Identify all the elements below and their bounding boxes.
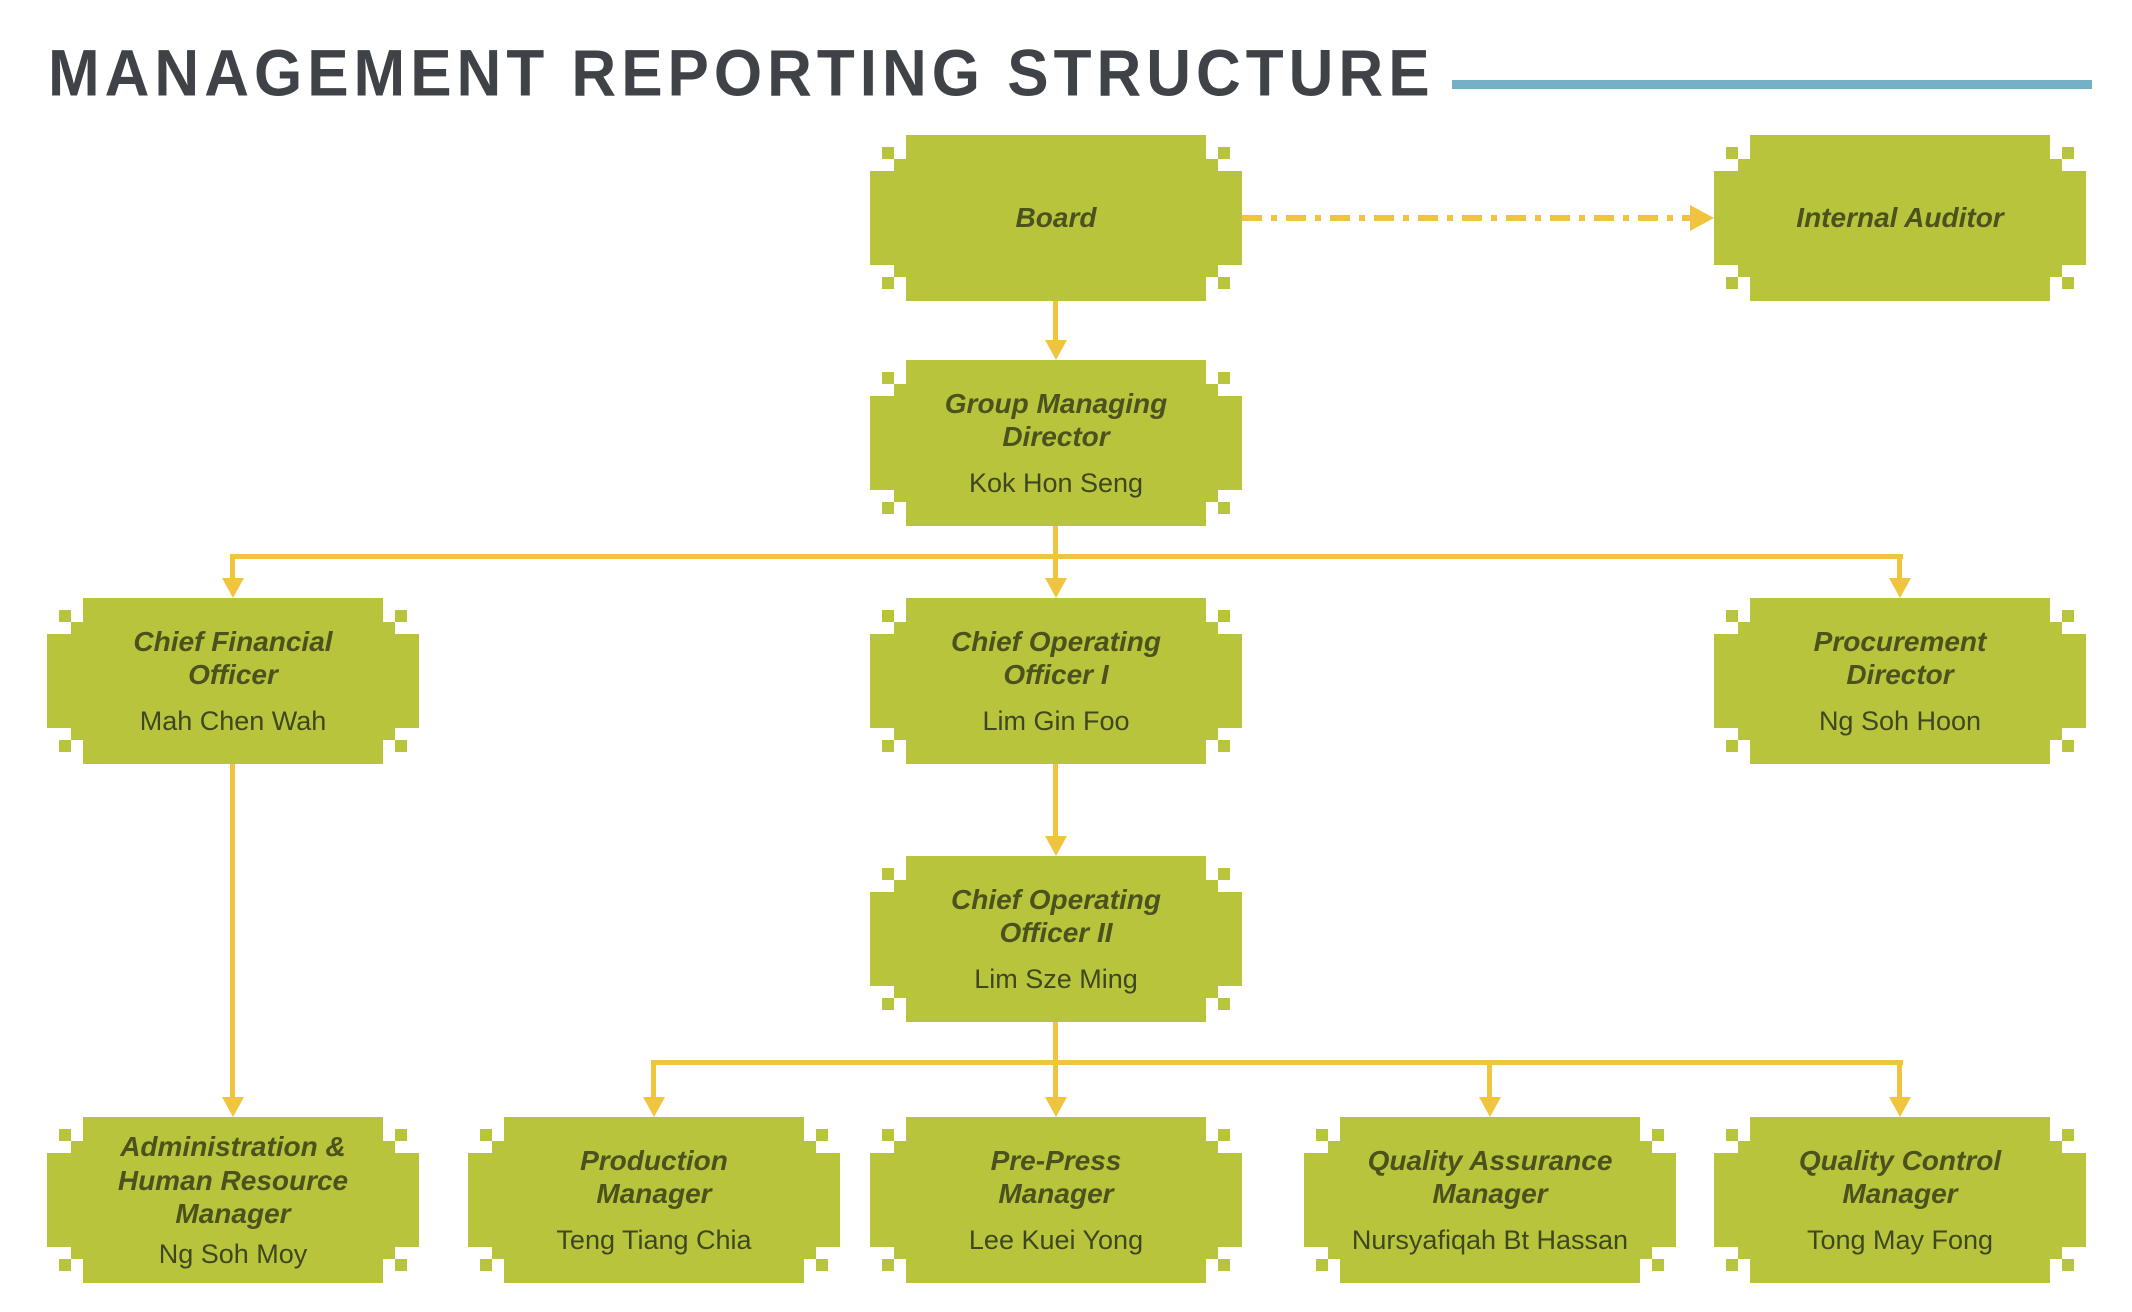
node-title: Production Manager: [580, 1144, 728, 1210]
node-shape: [1304, 1117, 1676, 1283]
connector-board-to-gmd: [1053, 301, 1058, 342]
connector-coo1-to-coo2: [1053, 764, 1058, 838]
connector-drop-to-quality-assurance: [1487, 1060, 1492, 1099]
corner-pixel-decoration: [882, 868, 894, 880]
org-node-group-managing-director: Group Managing Director Kok Hon Seng: [870, 360, 1242, 526]
org-node-board: Board: [870, 135, 1242, 301]
org-node-administration-human-resource-manager: Administration & Human Resource Manager …: [47, 1117, 419, 1283]
arrowhead-to-production: [643, 1097, 665, 1117]
arrowhead-to-pre-press: [1045, 1097, 1067, 1117]
connector-level2-rail: [230, 554, 1903, 559]
node-title: Chief Operating Officer I: [950, 625, 1161, 691]
corner-pixel-decoration: [480, 1129, 492, 1141]
connector-coo2-stem: [1053, 1022, 1058, 1065]
arrowhead-to-quality-control: [1889, 1097, 1911, 1117]
arrowhead-to-cfo: [222, 578, 244, 598]
connector-cfo-to-admin-hr: [230, 764, 235, 1099]
node-person-name: Kok Hon Seng: [968, 468, 1144, 499]
org-node-quality-assurance-manager: Quality Assurance Manager Nursyafiqah Bt…: [1304, 1117, 1676, 1283]
node-title: Chief Financial Officer: [133, 625, 333, 691]
corner-pixel-decoration: [882, 1129, 894, 1141]
arrowhead-board-to-gmd: [1045, 340, 1067, 360]
connector-drop-to-quality-control: [1897, 1060, 1902, 1099]
node-person-name: Nursyafiqah Bt Hassan: [1351, 1225, 1629, 1256]
node-shape: [870, 1117, 1242, 1283]
org-node-internal-auditor: Internal Auditor: [1714, 135, 2086, 301]
arrowhead-coo1-to-coo2: [1045, 836, 1067, 856]
connector-drop-to-coo1: [1053, 554, 1058, 580]
org-node-pre-press-manager: Pre-Press Manager Lee Kuei Yong: [870, 1117, 1242, 1283]
node-person-name: Ng Soh Hoon: [1818, 706, 1982, 737]
arrowhead-board-to-internal-auditor: [1690, 205, 1714, 231]
node-title: Group Managing Director: [944, 387, 1168, 453]
node-person-name: Tong May Fong: [1806, 1225, 1994, 1256]
connector-drop-to-production: [651, 1060, 656, 1099]
node-title: Quality Control Manager: [1798, 1144, 2002, 1210]
org-node-chief-operating-officer-i: Chief Operating Officer I Lim Gin Foo: [870, 598, 1242, 764]
connector-gmd-stem: [1053, 526, 1058, 559]
node-shape: [47, 1117, 419, 1283]
org-node-chief-operating-officer-ii: Chief Operating Officer II Lim Sze Ming: [870, 856, 1242, 1022]
node-shape: [1714, 598, 2086, 764]
node-person-name: Lim Gin Foo: [982, 706, 1130, 737]
page-title: MANAGEMENT REPORTING STRUCTURE: [48, 37, 1435, 111]
node-title: Pre-Press Manager: [990, 1144, 1122, 1210]
org-node-procurement-director: Procurement Director Ng Soh Hoon: [1714, 598, 2086, 764]
node-shape: [870, 598, 1242, 764]
node-shape: [468, 1117, 840, 1283]
corner-pixel-decoration: [1726, 610, 1738, 622]
arrowhead-to-quality-assurance: [1479, 1097, 1501, 1117]
corner-pixel-decoration: [59, 610, 71, 622]
node-title: Quality Assurance Manager: [1367, 1144, 1613, 1210]
node-title: Internal Auditor: [1796, 202, 2004, 234]
node-shape: [1714, 135, 2086, 301]
corner-pixel-decoration: [1726, 1129, 1738, 1141]
corner-pixel-decoration: [1316, 1129, 1328, 1141]
corner-pixel-decoration: [882, 372, 894, 384]
node-shape: [870, 135, 1242, 301]
arrowhead-to-procurement-director: [1889, 578, 1911, 598]
node-person-name: Teng Tiang Chia: [556, 1225, 752, 1256]
arrowhead-to-admin-hr: [222, 1097, 244, 1117]
connector-level4-rail: [651, 1060, 1903, 1065]
node-title: Board: [1015, 202, 1097, 234]
node-person-name: Mah Chen Wah: [139, 706, 327, 737]
node-person-name: Ng Soh Moy: [158, 1238, 308, 1269]
corner-pixel-decoration: [59, 1129, 71, 1141]
node-shape: [870, 856, 1242, 1022]
arrowhead-to-coo1: [1045, 578, 1067, 598]
node-shape: [870, 360, 1242, 526]
corner-pixel-decoration: [882, 147, 894, 159]
title-accent-line: [1452, 80, 2092, 89]
corner-pixel-decoration: [882, 610, 894, 622]
node-title: Chief Operating Officer II: [950, 883, 1161, 949]
node-shape: [47, 598, 419, 764]
org-node-chief-financial-officer: Chief Financial Officer Mah Chen Wah: [47, 598, 419, 764]
corner-pixel-decoration: [1726, 147, 1738, 159]
node-person-name: Lee Kuei Yong: [968, 1225, 1144, 1256]
connector-board-to-internal-auditor: [1242, 215, 1690, 221]
node-person-name: Lim Sze Ming: [974, 964, 1138, 995]
node-shape: [1714, 1117, 2086, 1283]
connector-drop-to-procurement-director: [1897, 554, 1902, 580]
org-node-quality-control-manager: Quality Control Manager Tong May Fong: [1714, 1117, 2086, 1283]
node-title: Administration & Human Resource Manager: [117, 1131, 349, 1230]
node-title: Procurement Director: [1813, 625, 1987, 691]
connector-drop-to-cfo: [230, 554, 235, 580]
connector-drop-to-pre-press: [1053, 1060, 1058, 1099]
org-node-production-manager: Production Manager Teng Tiang Chia: [468, 1117, 840, 1283]
